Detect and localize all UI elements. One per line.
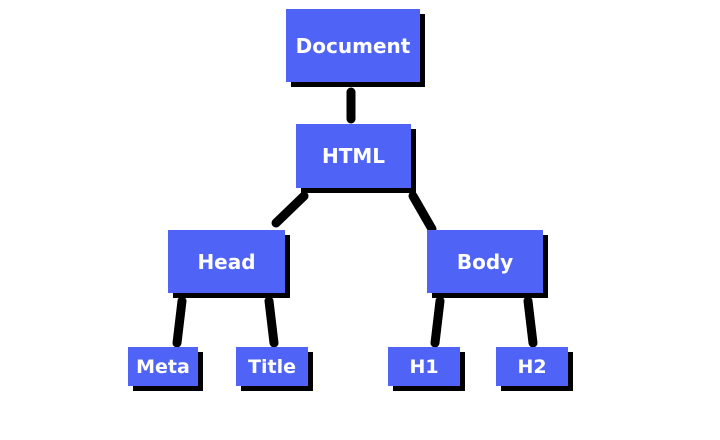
connector-html-body [408,191,437,234]
node-title: Title [236,347,308,386]
node-h2: H2 [496,347,568,386]
node-h1: H1 [388,347,460,386]
connector-body-h2 [523,296,538,348]
connector-html-head [271,191,309,228]
node-head: Head [168,230,285,293]
node-body: Body [427,230,543,293]
connector-head-title [264,296,279,348]
node-html: HTML [296,124,411,188]
node-document: Document [286,9,420,82]
connector-head-meta [172,296,187,348]
connector-body-h1 [430,296,445,348]
node-meta: Meta [128,347,198,386]
